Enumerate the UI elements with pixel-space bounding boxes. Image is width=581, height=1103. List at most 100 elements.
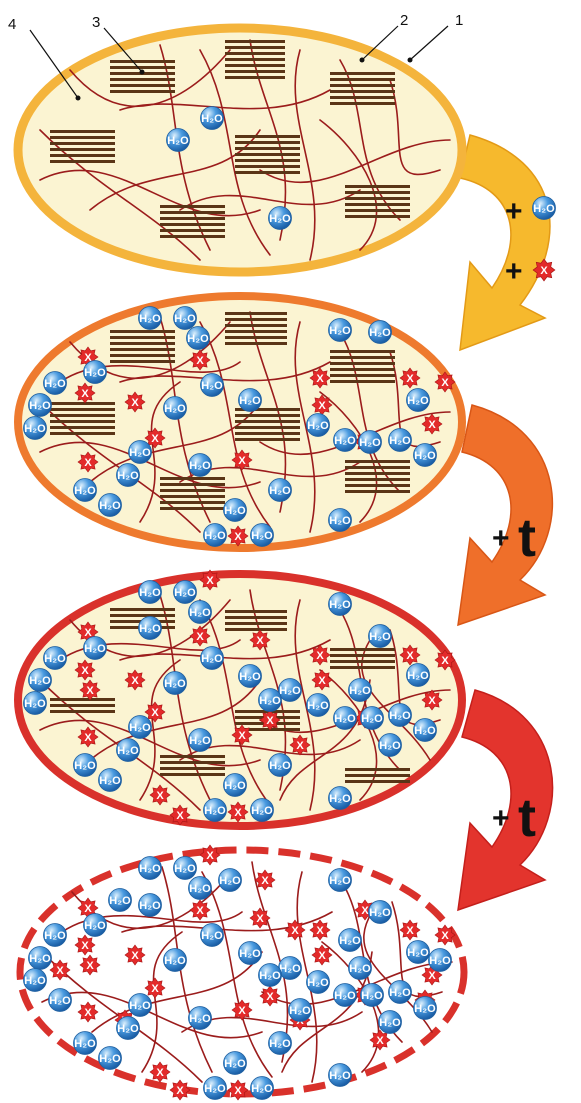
svg-text:H₂O: H₂O xyxy=(307,977,329,989)
svg-text:H₂O: H₂O xyxy=(74,485,96,497)
water-molecule: H₂O xyxy=(74,479,97,502)
svg-text:X: X xyxy=(316,373,324,385)
svg-text:X: X xyxy=(318,950,326,962)
svg-text:X: X xyxy=(361,905,369,917)
svg-text:H₂O: H₂O xyxy=(407,670,429,682)
time-symbol: t xyxy=(518,508,536,568)
svg-text:X: X xyxy=(318,400,326,412)
water-molecule: H₂O xyxy=(139,307,162,330)
x-particle: X xyxy=(232,1000,252,1020)
x-particle: X xyxy=(228,802,248,822)
stage-3-cell: XXXXXXXXXXXXXXXXXXXXXH₂OH₂OH₂OH₂OH₂OH₂OH… xyxy=(18,570,462,826)
svg-text:H₂O: H₂O xyxy=(44,653,66,665)
svg-text:H₂O: H₂O xyxy=(379,740,401,752)
water-molecule: H₂O xyxy=(339,929,362,952)
water-molecule: H₂O xyxy=(329,1064,352,1087)
svg-text:H₂O: H₂O xyxy=(139,863,161,875)
svg-text:H₂O: H₂O xyxy=(189,1013,211,1025)
svg-text:H₂O: H₂O xyxy=(239,395,261,407)
svg-text:X: X xyxy=(406,925,414,937)
svg-text:X: X xyxy=(261,875,269,887)
svg-text:H₂O: H₂O xyxy=(329,599,351,611)
svg-text:H₂O: H₂O xyxy=(117,1023,139,1035)
svg-text:X: X xyxy=(206,575,214,587)
svg-text:X: X xyxy=(256,913,264,925)
x-particle: X xyxy=(125,392,145,412)
water-molecule: H₂O xyxy=(201,924,224,947)
water-molecule: H₂O xyxy=(269,1032,292,1055)
water-molecule: H₂O xyxy=(44,924,67,947)
svg-text:H₂O: H₂O xyxy=(174,313,196,325)
water-molecule: H₂O xyxy=(99,494,122,517)
water-molecule: H₂O xyxy=(164,949,187,972)
water-molecule: H₂O xyxy=(139,857,162,880)
x-particle: X xyxy=(75,660,95,680)
x-particle: X xyxy=(170,805,190,825)
water-molecule: H₂O xyxy=(224,1052,247,1075)
svg-text:X: X xyxy=(266,991,274,1003)
water-molecule: H₂O xyxy=(24,417,47,440)
svg-text:H₂O: H₂O xyxy=(164,678,186,690)
svg-text:X: X xyxy=(428,695,436,707)
water-molecule: H₂O xyxy=(279,957,302,980)
water-molecule: H₂O xyxy=(289,999,312,1022)
x-particle: X xyxy=(232,725,252,745)
x-particle: X xyxy=(80,680,100,700)
water-molecule: H₂O xyxy=(407,941,430,964)
svg-text:X: X xyxy=(238,730,246,742)
svg-text:X: X xyxy=(234,531,242,543)
x-particle: X xyxy=(125,945,145,965)
svg-text:X: X xyxy=(156,790,164,802)
water-molecule: H₂O xyxy=(429,949,452,972)
svg-text:H₂O: H₂O xyxy=(29,675,51,687)
water-molecule: H₂O xyxy=(49,989,72,1012)
svg-text:H₂O: H₂O xyxy=(329,1070,351,1082)
arrow-3 xyxy=(458,690,553,910)
svg-text:H₂O: H₂O xyxy=(349,963,371,975)
svg-text:H₂O: H₂O xyxy=(279,685,301,697)
svg-text:X: X xyxy=(86,685,94,697)
svg-text:H₂O: H₂O xyxy=(84,643,106,655)
svg-text:H₂O: H₂O xyxy=(407,947,429,959)
svg-text:H₂O: H₂O xyxy=(339,935,361,947)
water-molecule: H₂O xyxy=(259,689,282,712)
water-molecule: H₂O xyxy=(129,441,152,464)
svg-text:H₂O: H₂O xyxy=(74,760,96,772)
svg-text:H₂O: H₂O xyxy=(189,883,211,895)
svg-text:H₂O: H₂O xyxy=(361,990,383,1002)
water-molecule: H₂O xyxy=(361,707,384,730)
water-molecule: H₂O xyxy=(189,601,212,624)
water-molecule: H₂O xyxy=(224,774,247,797)
water-molecule: H₂O xyxy=(99,769,122,792)
svg-text:H₂O: H₂O xyxy=(239,671,261,683)
svg-text:X: X xyxy=(81,940,89,952)
svg-text:H₂O: H₂O xyxy=(369,631,391,643)
water-molecule: H₂O xyxy=(389,704,412,727)
x-particle: X xyxy=(255,870,275,890)
x-particle: X xyxy=(400,645,420,665)
x-particle: X xyxy=(250,908,270,928)
svg-text:H₂O: H₂O xyxy=(24,975,46,987)
water-molecule: H₂O xyxy=(414,444,437,467)
svg-text:X: X xyxy=(316,650,324,662)
svg-text:H₂O: H₂O xyxy=(389,710,411,722)
svg-text:H₂O: H₂O xyxy=(84,920,106,932)
svg-text:H₂O: H₂O xyxy=(24,423,46,435)
water-molecule: H₂O xyxy=(204,524,227,547)
x-particle: X xyxy=(250,630,270,650)
water-molecule: H₂O xyxy=(201,647,224,670)
svg-text:X: X xyxy=(238,1005,246,1017)
lamella-stack xyxy=(345,768,410,783)
x-particle: X xyxy=(80,955,100,975)
svg-text:H₂O: H₂O xyxy=(414,450,436,462)
svg-text:H₂O: H₂O xyxy=(84,367,106,379)
svg-text:H₂O: H₂O xyxy=(24,698,46,710)
svg-text:H₂O: H₂O xyxy=(139,623,161,635)
water-molecule: H₂O xyxy=(189,1007,212,1030)
water-molecule: H₂O xyxy=(187,327,210,350)
x-particle: X xyxy=(200,570,220,590)
water-molecule: H₂O xyxy=(407,389,430,412)
water-molecule: H₂O xyxy=(307,971,330,994)
